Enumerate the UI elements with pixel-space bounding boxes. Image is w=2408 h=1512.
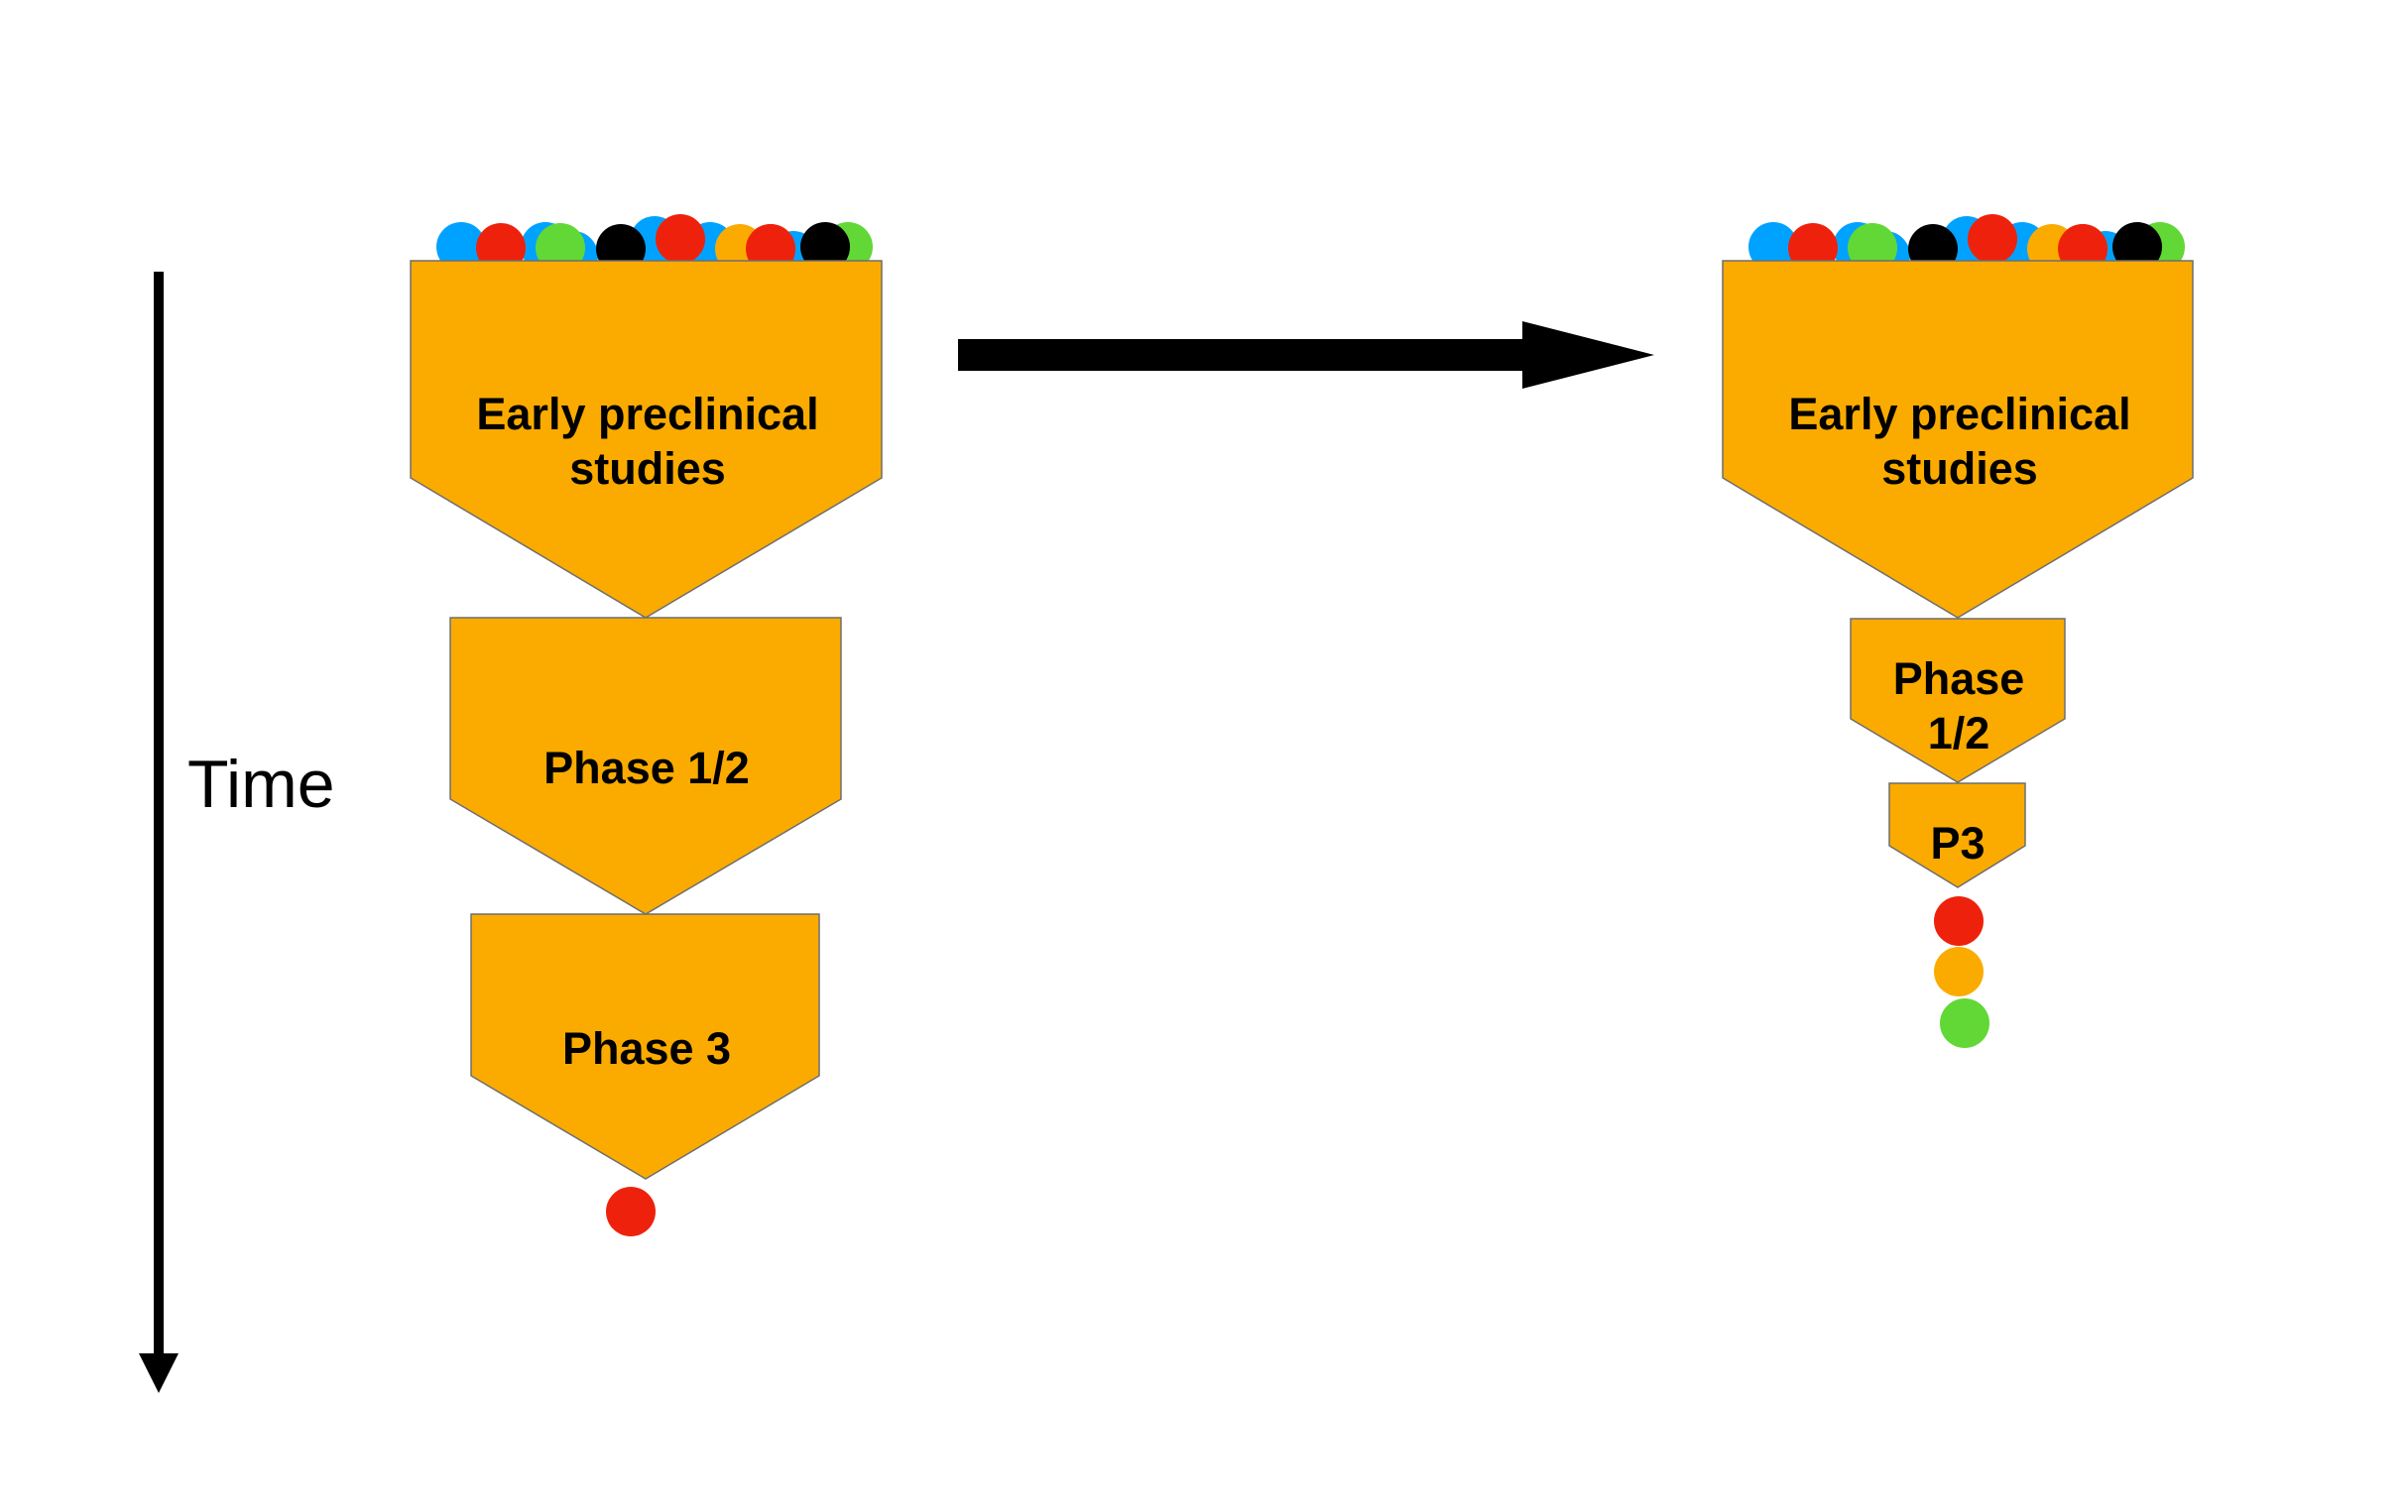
stage-phase-1-2: Phase 1/2 <box>1850 618 2066 783</box>
candidate-ball-blue <box>1748 222 1798 272</box>
stage-shape <box>1850 618 2066 783</box>
stage-phase-1-2: Phase 1/2 <box>449 617 842 915</box>
candidate-ball-red <box>656 214 705 264</box>
time-axis-arrowhead-icon <box>139 1353 179 1393</box>
stage-label-line: studies <box>569 443 726 494</box>
approved-drug-dot-green <box>1940 998 1989 1048</box>
approved-drugs-before <box>606 1187 656 1236</box>
stage-early-preclinical: Early preclinical studies <box>410 260 883 619</box>
stage-label-line: Phase 1/2 <box>543 743 750 793</box>
transition-arrow-head-icon <box>1522 321 1654 389</box>
funnel-before: Early preclinical studies Phase 1/2 Phas… <box>410 214 883 1236</box>
time-axis-label: Time <box>187 747 335 822</box>
stage-label-line: 1/2 <box>1928 708 1990 758</box>
candidate-ball-black <box>800 222 850 272</box>
stage-label-line: Early preclinical <box>1788 389 2130 439</box>
time-axis-line <box>154 272 164 1357</box>
stage-shape <box>470 913 820 1180</box>
stage-label-line: P3 <box>1930 818 1985 869</box>
stage-shape <box>449 617 842 915</box>
candidate-ball-red <box>1968 214 2017 264</box>
stage-label-line: studies <box>1881 443 2038 494</box>
stage-p3: P3 <box>1888 782 2026 888</box>
stage-shape <box>410 260 883 619</box>
transition-arrow-shaft <box>958 339 1525 371</box>
approved-drug-dot-orange <box>1934 947 1984 996</box>
transition-arrow <box>958 321 1654 389</box>
candidate-ball-blue <box>436 222 486 272</box>
candidate-ball-black <box>2112 222 2162 272</box>
funnel-after: Early preclinical studies Phase 1/2 P3 <box>1722 214 2194 1048</box>
stage-phase-3: Phase 3 <box>470 913 820 1180</box>
stage-label-line: Early preclinical <box>476 389 818 439</box>
stage-label-line: Phase 3 <box>562 1023 731 1074</box>
approved-drugs-after <box>1934 896 1989 1048</box>
stage-shape <box>1888 782 2026 888</box>
approved-drug-dot-red <box>606 1187 656 1236</box>
approved-drug-dot-red <box>1934 896 1984 946</box>
time-axis: Time <box>139 272 335 1393</box>
stage-early-preclinical: Early preclinical studies <box>1722 260 2194 619</box>
stage-shape <box>1722 260 2194 619</box>
stage-label-line: Phase <box>1893 653 2025 704</box>
